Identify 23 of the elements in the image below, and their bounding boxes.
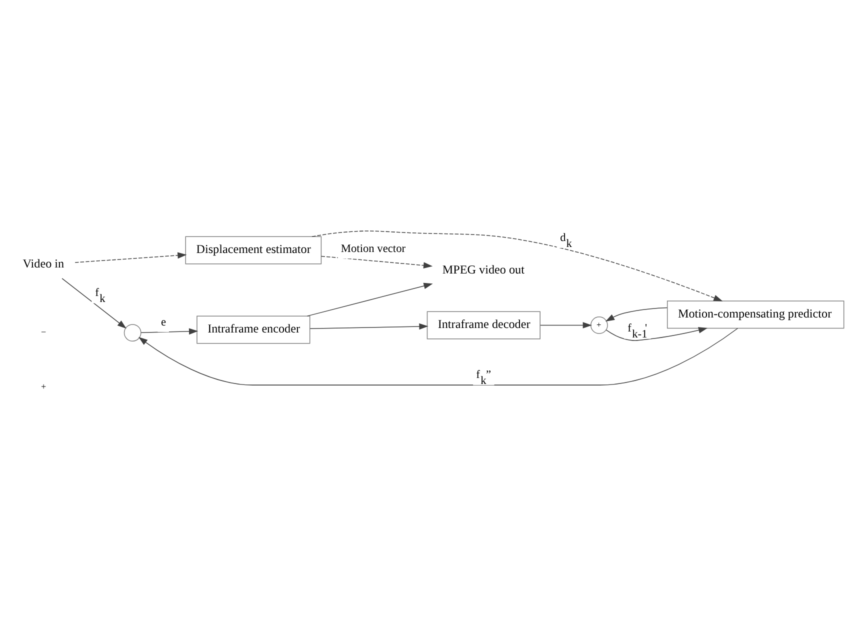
node-text: Video in	[22, 256, 64, 270]
edge-label: Motion vector	[340, 242, 406, 255]
label: −	[40, 326, 46, 337]
arrow	[320, 255, 433, 268]
label: +	[40, 381, 46, 392]
arrow	[312, 230, 723, 301]
arrow	[62, 278, 126, 328]
arrow	[606, 326, 708, 340]
node-circle: +	[590, 316, 608, 334]
node-box: Intraframe encoder	[196, 315, 310, 344]
node-box: Motion-compensating predictor	[666, 300, 844, 328]
node-text: MPEG video out	[442, 262, 524, 276]
arrow	[310, 322, 428, 330]
arrow	[306, 282, 433, 316]
edge-label: e	[161, 316, 166, 328]
arrow	[74, 252, 187, 262]
arrow	[540, 322, 592, 328]
node-box: Intraframe decoder	[426, 310, 540, 339]
arrow	[140, 328, 198, 334]
node-circle	[124, 324, 142, 341]
arrow	[138, 328, 738, 385]
node-box: Displacement estimator	[185, 236, 322, 264]
arrow	[605, 306, 668, 321]
